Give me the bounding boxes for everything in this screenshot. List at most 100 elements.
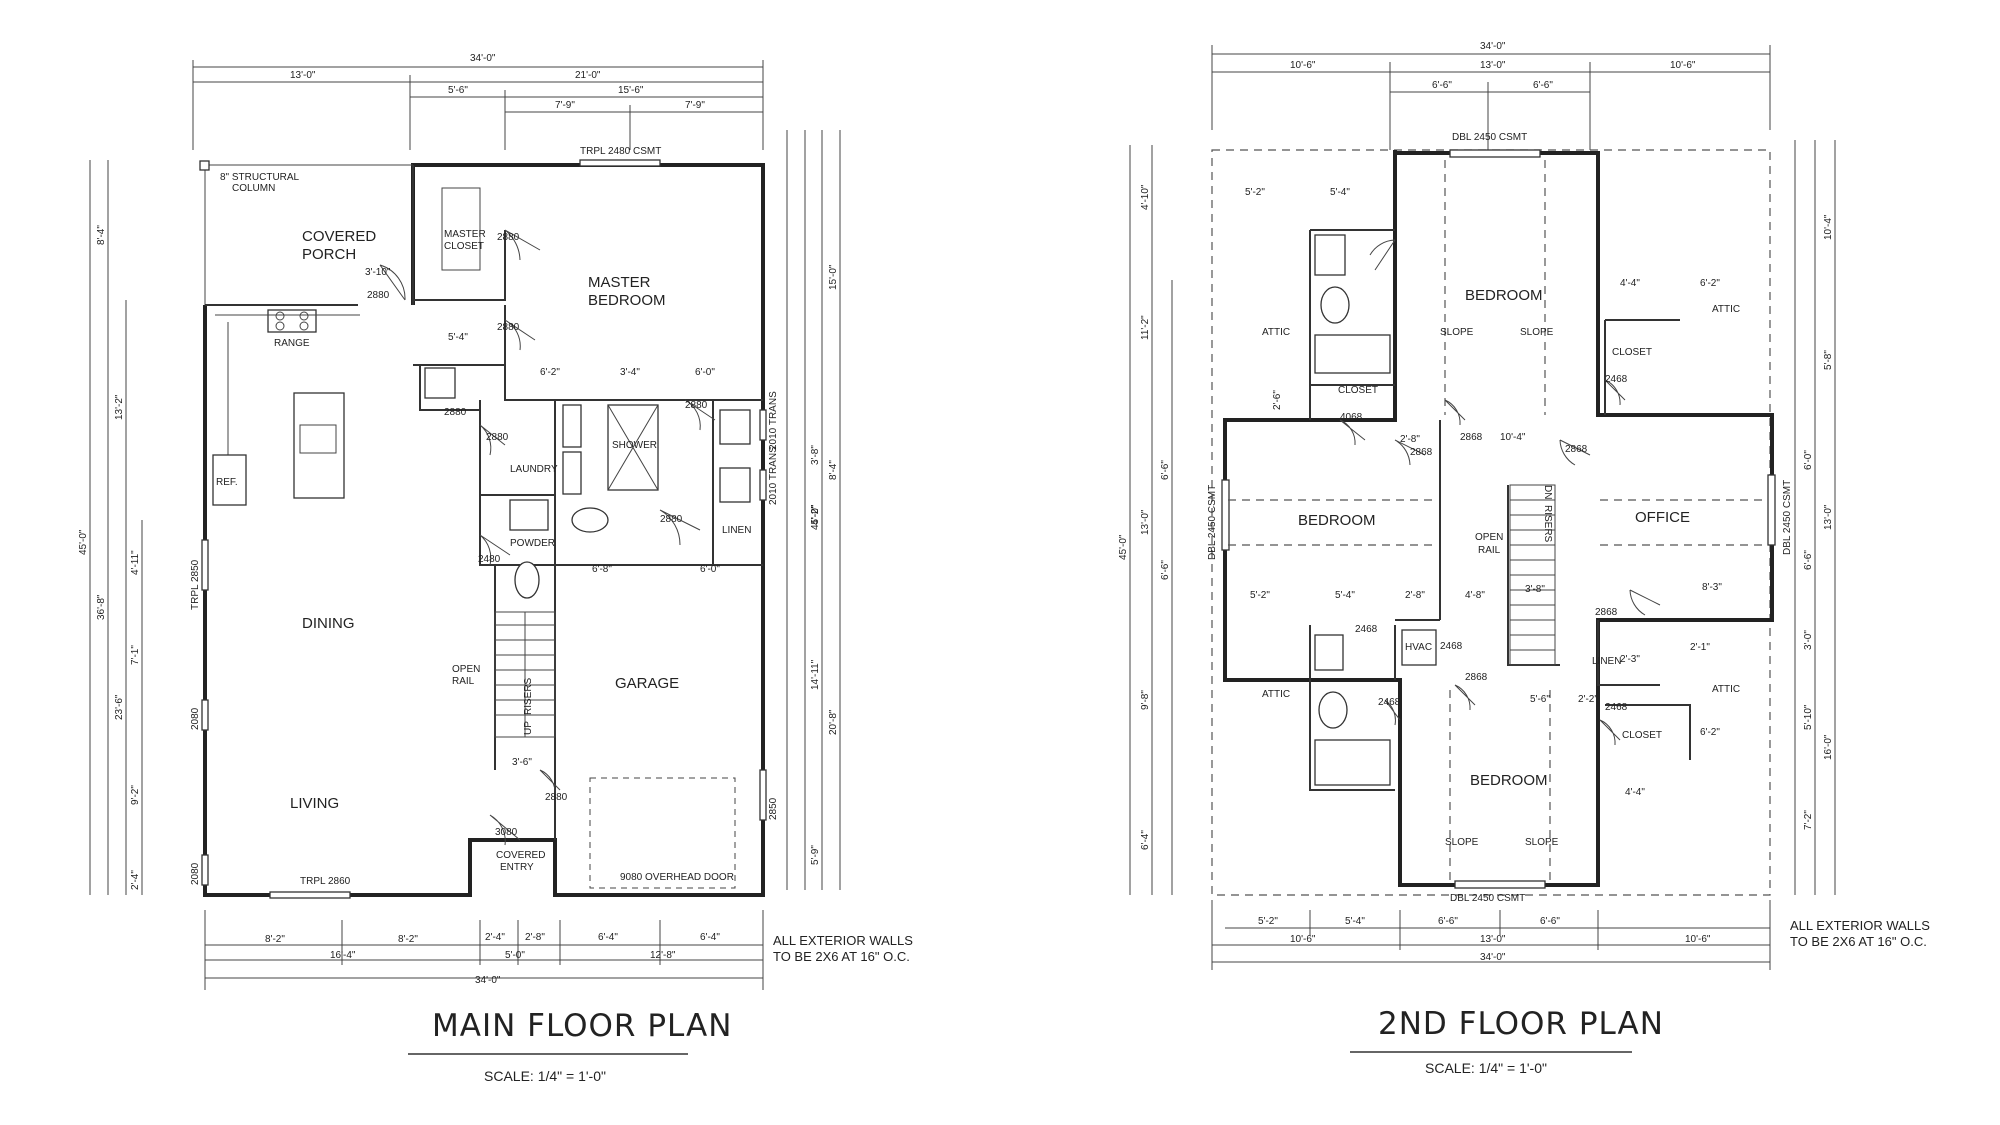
second-inner-dim-10: 3'-8"	[1525, 584, 1545, 595]
bottom-bedroom-window-label: DBL 2450 CSMT	[1450, 893, 1525, 904]
second-dim-top-overall: 34'-0"	[1480, 41, 1506, 52]
hvac-label: HVAC	[1405, 642, 1432, 653]
bottom-bedroom-label: BEDROOM	[1470, 772, 1548, 789]
upper-sink-icon	[1314, 234, 1346, 276]
second-inner-dim-15: 5'-6"	[1530, 694, 1550, 705]
main-dim-left-g: 9'-2"	[130, 785, 141, 805]
closet-c-label: CLOSET	[1622, 730, 1662, 741]
second-dim-left-overall: 45'-0"	[1118, 534, 1129, 560]
main-dim-top-d: 7'-9"	[685, 100, 705, 111]
second-dim-left-e: 6'-6"	[1160, 560, 1171, 580]
second-door-tag-10: 2868	[1465, 672, 1488, 683]
closet-c-wall	[1605, 704, 1691, 760]
second-dim-bottom-c: 6'-6"	[1438, 916, 1458, 927]
main-door-tag-3: 2880	[444, 407, 467, 418]
main-inner-dim-2: 3'-4"	[620, 367, 640, 378]
upper-toilet-icon	[1320, 286, 1350, 324]
second-dim-left-d: 13'-0"	[1140, 509, 1151, 535]
master-closet-shelf	[441, 187, 481, 271]
second-linen-label: LINEN	[1592, 656, 1621, 667]
second-dim-right-c: 6'-0"	[1803, 450, 1814, 470]
main-dim-top-b: 15'-6"	[618, 85, 644, 96]
office-label: OFFICE	[1635, 509, 1690, 526]
second-door-tag-6: 4068	[1340, 412, 1363, 423]
main-door-tag-9: 3080	[495, 827, 518, 838]
dryer-icon	[562, 451, 582, 495]
main-dim-left-e: 7'-1"	[130, 645, 141, 665]
attic-bl-label: ATTIC	[1262, 689, 1290, 700]
master-bedroom-label-1: MASTER	[588, 274, 651, 291]
powder-label: POWDER	[510, 538, 555, 549]
second-inner-dim-19: 4'-4"	[1625, 787, 1645, 798]
main-dim-left-d: 4'-11"	[130, 550, 141, 575]
main-door-tag-4: 2880	[486, 432, 509, 443]
second-dim-left-f: 9'-8"	[1140, 690, 1151, 710]
second-door-swings	[1339, 239, 1661, 746]
slope-label-1: SLOPE	[1440, 327, 1474, 338]
main-dim-right-overall: 45'-0"	[810, 504, 821, 530]
living-triple-window-label: TRPL 2860	[300, 876, 351, 887]
second-dim-right-g: 5'-10"	[1803, 704, 1814, 730]
second-dim-right-f: 3'-0"	[1803, 630, 1814, 650]
main-dim-top-a: 5'-6"	[448, 85, 468, 96]
garage-label: GARAGE	[615, 675, 679, 692]
second-inner-dim-6: 5'-2"	[1250, 590, 1270, 601]
attic-br-label: ATTIC	[1712, 684, 1740, 695]
shower-label: SHOWER	[612, 440, 657, 451]
second-floor-plan-scale: SCALE: 1/4" = 1'-0"	[1425, 1060, 1547, 1076]
second-floor-plan: 34'-0" 10'-6" 13'-0" 10'-6" 6'-6" 6'-6" …	[1118, 41, 1930, 1076]
master-closet-wall	[412, 165, 506, 301]
main-dim-top-overall: 34'-0"	[470, 53, 496, 64]
living-triple-window	[269, 891, 351, 899]
covered-porch-label-1: COVERED	[302, 228, 376, 245]
second-dim-right-i: 7'-2"	[1803, 810, 1814, 830]
main-dim-bottom-e: 6'-4"	[598, 932, 618, 943]
main-window-tag-0: TRPL 2850	[190, 559, 201, 610]
second-door-tag-1: 2868	[1410, 447, 1433, 458]
second-stairs	[1509, 484, 1556, 666]
second-dim-left-h: 2'-6"	[1272, 390, 1283, 410]
office-window-label: DBL 2450 CSMT	[1782, 480, 1793, 555]
upper-tub-icon	[1314, 334, 1391, 374]
second-inner-dim-5: 2'-8"	[1400, 434, 1420, 445]
lower-toilet-icon	[1318, 691, 1348, 729]
top-bedroom-label: BEDROOM	[1465, 287, 1543, 304]
bottom-bedroom-window	[1454, 880, 1546, 889]
main-right-dimensions: 45'-0" 15'-0" 14'-11" 20'-8" 5'-9" 3'-8"…	[786, 130, 841, 890]
living-window-2	[201, 854, 209, 886]
garage-overhead-door-area	[589, 777, 736, 889]
lower-tub-icon	[1314, 739, 1391, 786]
left-bedroom-window	[1221, 479, 1230, 551]
garage-window	[759, 769, 767, 821]
main-dim-bottom-d: 2'-8"	[525, 932, 545, 943]
main-inner-dim-0: 5'-4"	[448, 332, 468, 343]
attic-tl-label: ATTIC	[1262, 327, 1290, 338]
main-inner-dim-1: 6'-2"	[540, 367, 560, 378]
dining-window	[201, 539, 209, 591]
main-door-tag-6: 2880	[660, 514, 683, 525]
main-exterior-note-1: ALL EXTERIOR WALLS	[773, 933, 913, 948]
second-inner-dim-4: 10'-4"	[1500, 432, 1526, 443]
second-dim-top-e: 6'-6"	[1533, 80, 1553, 91]
second-bottom-dimensions: 5'-2" 5'-4" 6'-6" 6'-6" 10'-6" 13'-0" 10…	[1211, 900, 1771, 970]
master-triple-window-label: TRPL 2480 CSMT	[580, 146, 661, 157]
second-exterior-note-2: TO BE 2X6 AT 16" O.C.	[1790, 934, 1927, 949]
refrigerator	[212, 454, 247, 506]
second-inner-dim-3: 6'-2"	[1700, 278, 1720, 289]
main-door-tag-0: 2880	[367, 290, 390, 301]
main-exterior-note-2: TO BE 2X6 AT 16" O.C.	[773, 949, 910, 964]
dining-label: DINING	[302, 615, 355, 632]
main-inner-dim-6: 6'-8"	[592, 564, 612, 575]
refrigerator-label: REF.	[216, 477, 238, 488]
second-dim-bottom-g: 10'-6"	[1685, 934, 1711, 945]
powder-toilet-icon	[514, 561, 540, 599]
slope-label-2: SLOPE	[1520, 327, 1554, 338]
main-door-tag-8: 2880	[545, 792, 568, 803]
main-inner-dim-8: 3'-6"	[512, 757, 532, 768]
linen-label: LINEN	[722, 525, 751, 536]
second-risers-label: RISERS	[1542, 505, 1553, 543]
second-inner-dim-8: 2'-8"	[1405, 590, 1425, 601]
main-dim-top-c: 7'-9"	[555, 100, 575, 111]
main-dim-bottom-h: 5'-0"	[505, 950, 525, 961]
